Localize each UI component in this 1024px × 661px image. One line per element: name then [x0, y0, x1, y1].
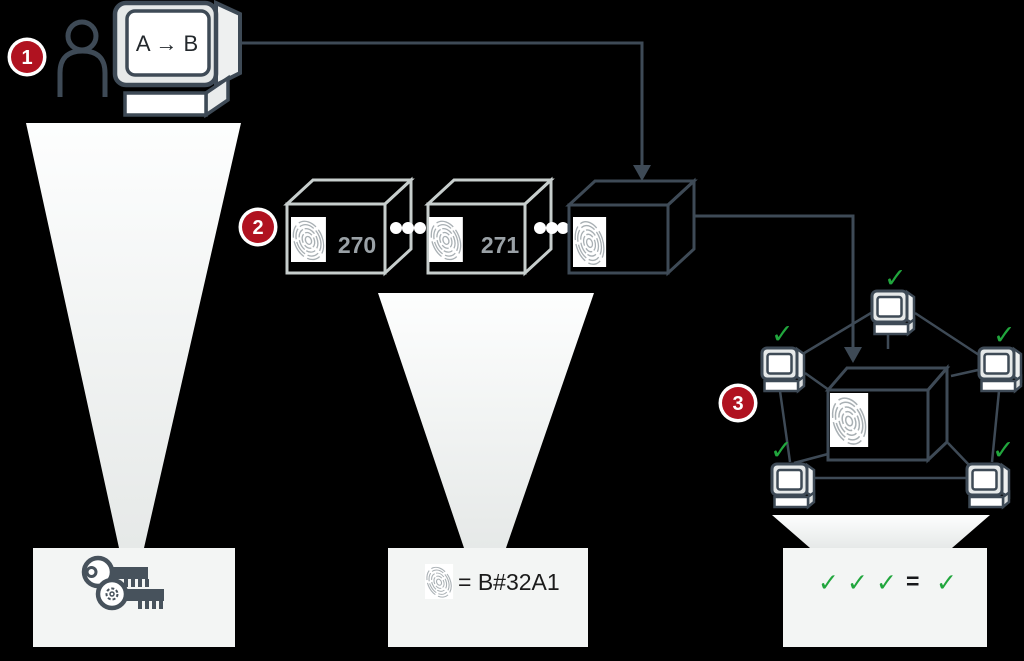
consensus-equals: = [906, 568, 919, 594]
spoke-bottom-left [793, 452, 829, 465]
block-271-fingerprint-icon [425, 216, 467, 265]
beam-keys [26, 123, 241, 548]
badge-2-number: 2 [252, 217, 263, 239]
check-icon-right: ✓ [993, 320, 1016, 351]
network-block-fingerprint-icon [825, 392, 873, 450]
screen-text: A → B [136, 31, 198, 56]
consensus-check-2: ✓ [847, 568, 868, 597]
check-icon-bottom-right: ✓ [992, 435, 1015, 466]
key-pair-icon [81, 555, 164, 611]
badge-3: 3 [718, 383, 758, 423]
badge-2: 2 [238, 207, 278, 247]
key-private [95, 577, 164, 611]
beam-consensus [772, 515, 990, 548]
arrow-transaction-to-block [240, 41, 651, 181]
link-top-right [914, 311, 980, 357]
hash-equation: = B#32A1 [458, 569, 560, 595]
arrow-block-to-network [694, 214, 862, 363]
consensus-result-check: ✓ [936, 568, 957, 597]
check-icon-left: ✓ [771, 319, 794, 350]
computer-icon: A → B [112, 0, 242, 119]
network-block [824, 363, 951, 464]
badge-1: 1 [7, 37, 47, 77]
network-node-right [977, 346, 1023, 393]
monitor-side [214, 0, 242, 89]
block-270 [283, 176, 415, 277]
base-front [123, 91, 208, 117]
hash-panel [388, 548, 588, 647]
spoke-left [804, 371, 830, 392]
check-icon-bottom-left: ✓ [770, 435, 793, 466]
consensus-check-3: ✓ [876, 568, 897, 597]
spoke-bottom-right [947, 442, 971, 467]
consensus-equation: ✓ ✓ ✓ = ✓ [818, 568, 957, 597]
block-271 [424, 176, 555, 277]
network-node-top [870, 289, 916, 336]
key-public [81, 555, 149, 589]
block-270-label: 270 [338, 232, 376, 258]
badge-1-number: 1 [21, 47, 32, 69]
hash-fingerprint-icon [421, 563, 457, 601]
block-new-fingerprint-icon [569, 216, 610, 270]
network-node-left [760, 346, 806, 393]
beam-hash [378, 293, 594, 548]
link-right-bottomright [990, 390, 1001, 463]
block-271-label: 271 [481, 232, 520, 258]
person-icon [57, 19, 108, 97]
network-links [778, 311, 1001, 480]
check-icon-top: ✓ [884, 263, 907, 294]
chain-dots-1 [390, 222, 426, 234]
block-270-fingerprint-icon [287, 216, 330, 265]
spoke-right [950, 368, 979, 378]
network-node-bottom-left [770, 462, 816, 509]
consensus-panel [783, 548, 987, 647]
monitor-screen [125, 9, 211, 77]
consensus-check-1: ✓ [818, 568, 839, 597]
network-node-bottom-right [965, 462, 1011, 509]
link-top-left [800, 311, 872, 357]
badge-3-number: 3 [732, 393, 743, 415]
block-new [565, 177, 698, 277]
chain-dots-2 [534, 222, 569, 234]
link-left-bottomleft [778, 390, 792, 463]
